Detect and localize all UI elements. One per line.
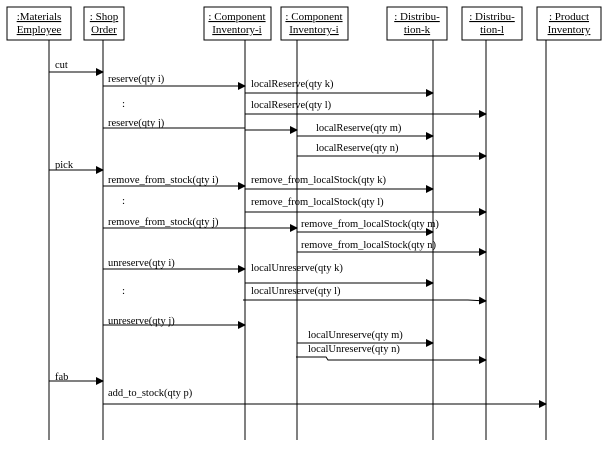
message-remove-from-stock-i: remove_from_stock(qty i) [103, 175, 246, 190]
message-reserve-j: reserve(qty j) [103, 118, 298, 134]
message-label: unreserve(qty i) [108, 258, 175, 269]
object-component-inventory-1: : Component Inventory-i [203, 6, 272, 41]
message-localreserve-n: localReserve(qty n) [297, 143, 487, 160]
message-localunreserve-k: localUnreserve(qty k) [245, 263, 434, 287]
message-remove-from-localstock-m: remove_from_localStock(qty m) [297, 219, 439, 236]
message-label: localReserve(qty l) [251, 100, 332, 111]
message-label: localUnreserve(qty n) [308, 344, 400, 355]
message-localreserve-m: localReserve(qty m) [297, 123, 434, 140]
object-materials-employee: :Materials Employee [6, 6, 72, 41]
object-distribution-l: : Distribu- tion-l [461, 6, 523, 41]
message-label: reserve(qty i) [108, 74, 165, 85]
message-label: fab [55, 372, 68, 383]
message-label: localUnreserve(qty m) [308, 330, 403, 341]
object-type: Order [91, 24, 117, 36]
message-pick: pick [49, 160, 104, 174]
object-name: : Distribu- [469, 11, 515, 23]
object-type: Employee [17, 24, 62, 36]
continuation-dots: : [122, 195, 125, 207]
object-type: Inventory-i [212, 24, 261, 36]
message-label: pick [55, 160, 74, 171]
message-remove-from-stock-j: remove_from_stock(qty j) [103, 217, 298, 232]
message-fab: fab [49, 372, 104, 385]
message-cut: cut [49, 60, 104, 76]
object-name: :Materials [17, 11, 62, 23]
message-label: remove_from_localStock(qty l) [251, 197, 384, 208]
message-label: remove_from_localStock(qty n) [301, 240, 437, 251]
message-unreserve-j: unreserve(qty j) [103, 316, 246, 329]
message-localreserve-k: localReserve(qty k) [245, 79, 434, 97]
continuation-dots: : [122, 285, 125, 297]
object-distribution-k: : Distribu- tion-k [386, 6, 448, 41]
object-type: tion-l [480, 24, 504, 36]
message-label: unreserve(qty j) [108, 316, 175, 327]
object-product-inventory: : Product Inventory [536, 6, 602, 41]
message-label: localReserve(qty k) [251, 79, 334, 90]
message-remove-from-localstock-k: remove_from_localStock(qty k) [245, 175, 434, 193]
message-label: cut [55, 60, 68, 71]
object-name: : Distribu- [394, 11, 440, 23]
object-type: Inventory [548, 24, 591, 36]
message-localreserve-l: localReserve(qty l) [245, 100, 487, 118]
message-label: localUnreserve(qty k) [251, 263, 343, 274]
message-label: localReserve(qty m) [316, 123, 402, 134]
message-label: reserve(qty j) [108, 118, 165, 129]
message-label: remove_from_localStock(qty m) [301, 219, 439, 230]
message-unreserve-i: unreserve(qty i) [103, 258, 246, 273]
message-label: localUnreserve(qty l) [251, 286, 341, 297]
object-name: : Shop [90, 11, 119, 23]
object-shop-order: : Shop Order [83, 6, 125, 41]
message-label: remove_from_stock(qty j) [108, 217, 219, 228]
message-localunreserve-l: localUnreserve(qty l) [243, 286, 487, 305]
message-localunreserve-m: localUnreserve(qty m) [297, 330, 434, 347]
message-label: remove_from_localStock(qty k) [251, 175, 387, 186]
object-name: : Component [208, 11, 265, 23]
continuation-dots: : [122, 98, 125, 110]
message-remove-from-localstock-l: remove_from_localStock(qty l) [245, 197, 487, 216]
message-label: remove_from_stock(qty i) [108, 175, 219, 186]
object-component-inventory-2: : Component Inventory-i [280, 6, 349, 41]
message-label: localReserve(qty n) [316, 143, 399, 154]
message-label: add_to_stock(qty p) [108, 388, 193, 399]
object-name: : Product [549, 11, 589, 23]
object-type: Inventory-i [289, 24, 338, 36]
object-name: : Component [285, 11, 342, 23]
message-reserve-i: reserve(qty i) [103, 74, 246, 90]
message-localunreserve-n: localUnreserve(qty n) [296, 344, 487, 364]
object-type: tion-k [404, 24, 431, 36]
message-remove-from-localstock-n: remove_from_localStock(qty n) [297, 240, 487, 256]
message-add-to-stock-p: add_to_stock(qty p) [103, 388, 547, 408]
